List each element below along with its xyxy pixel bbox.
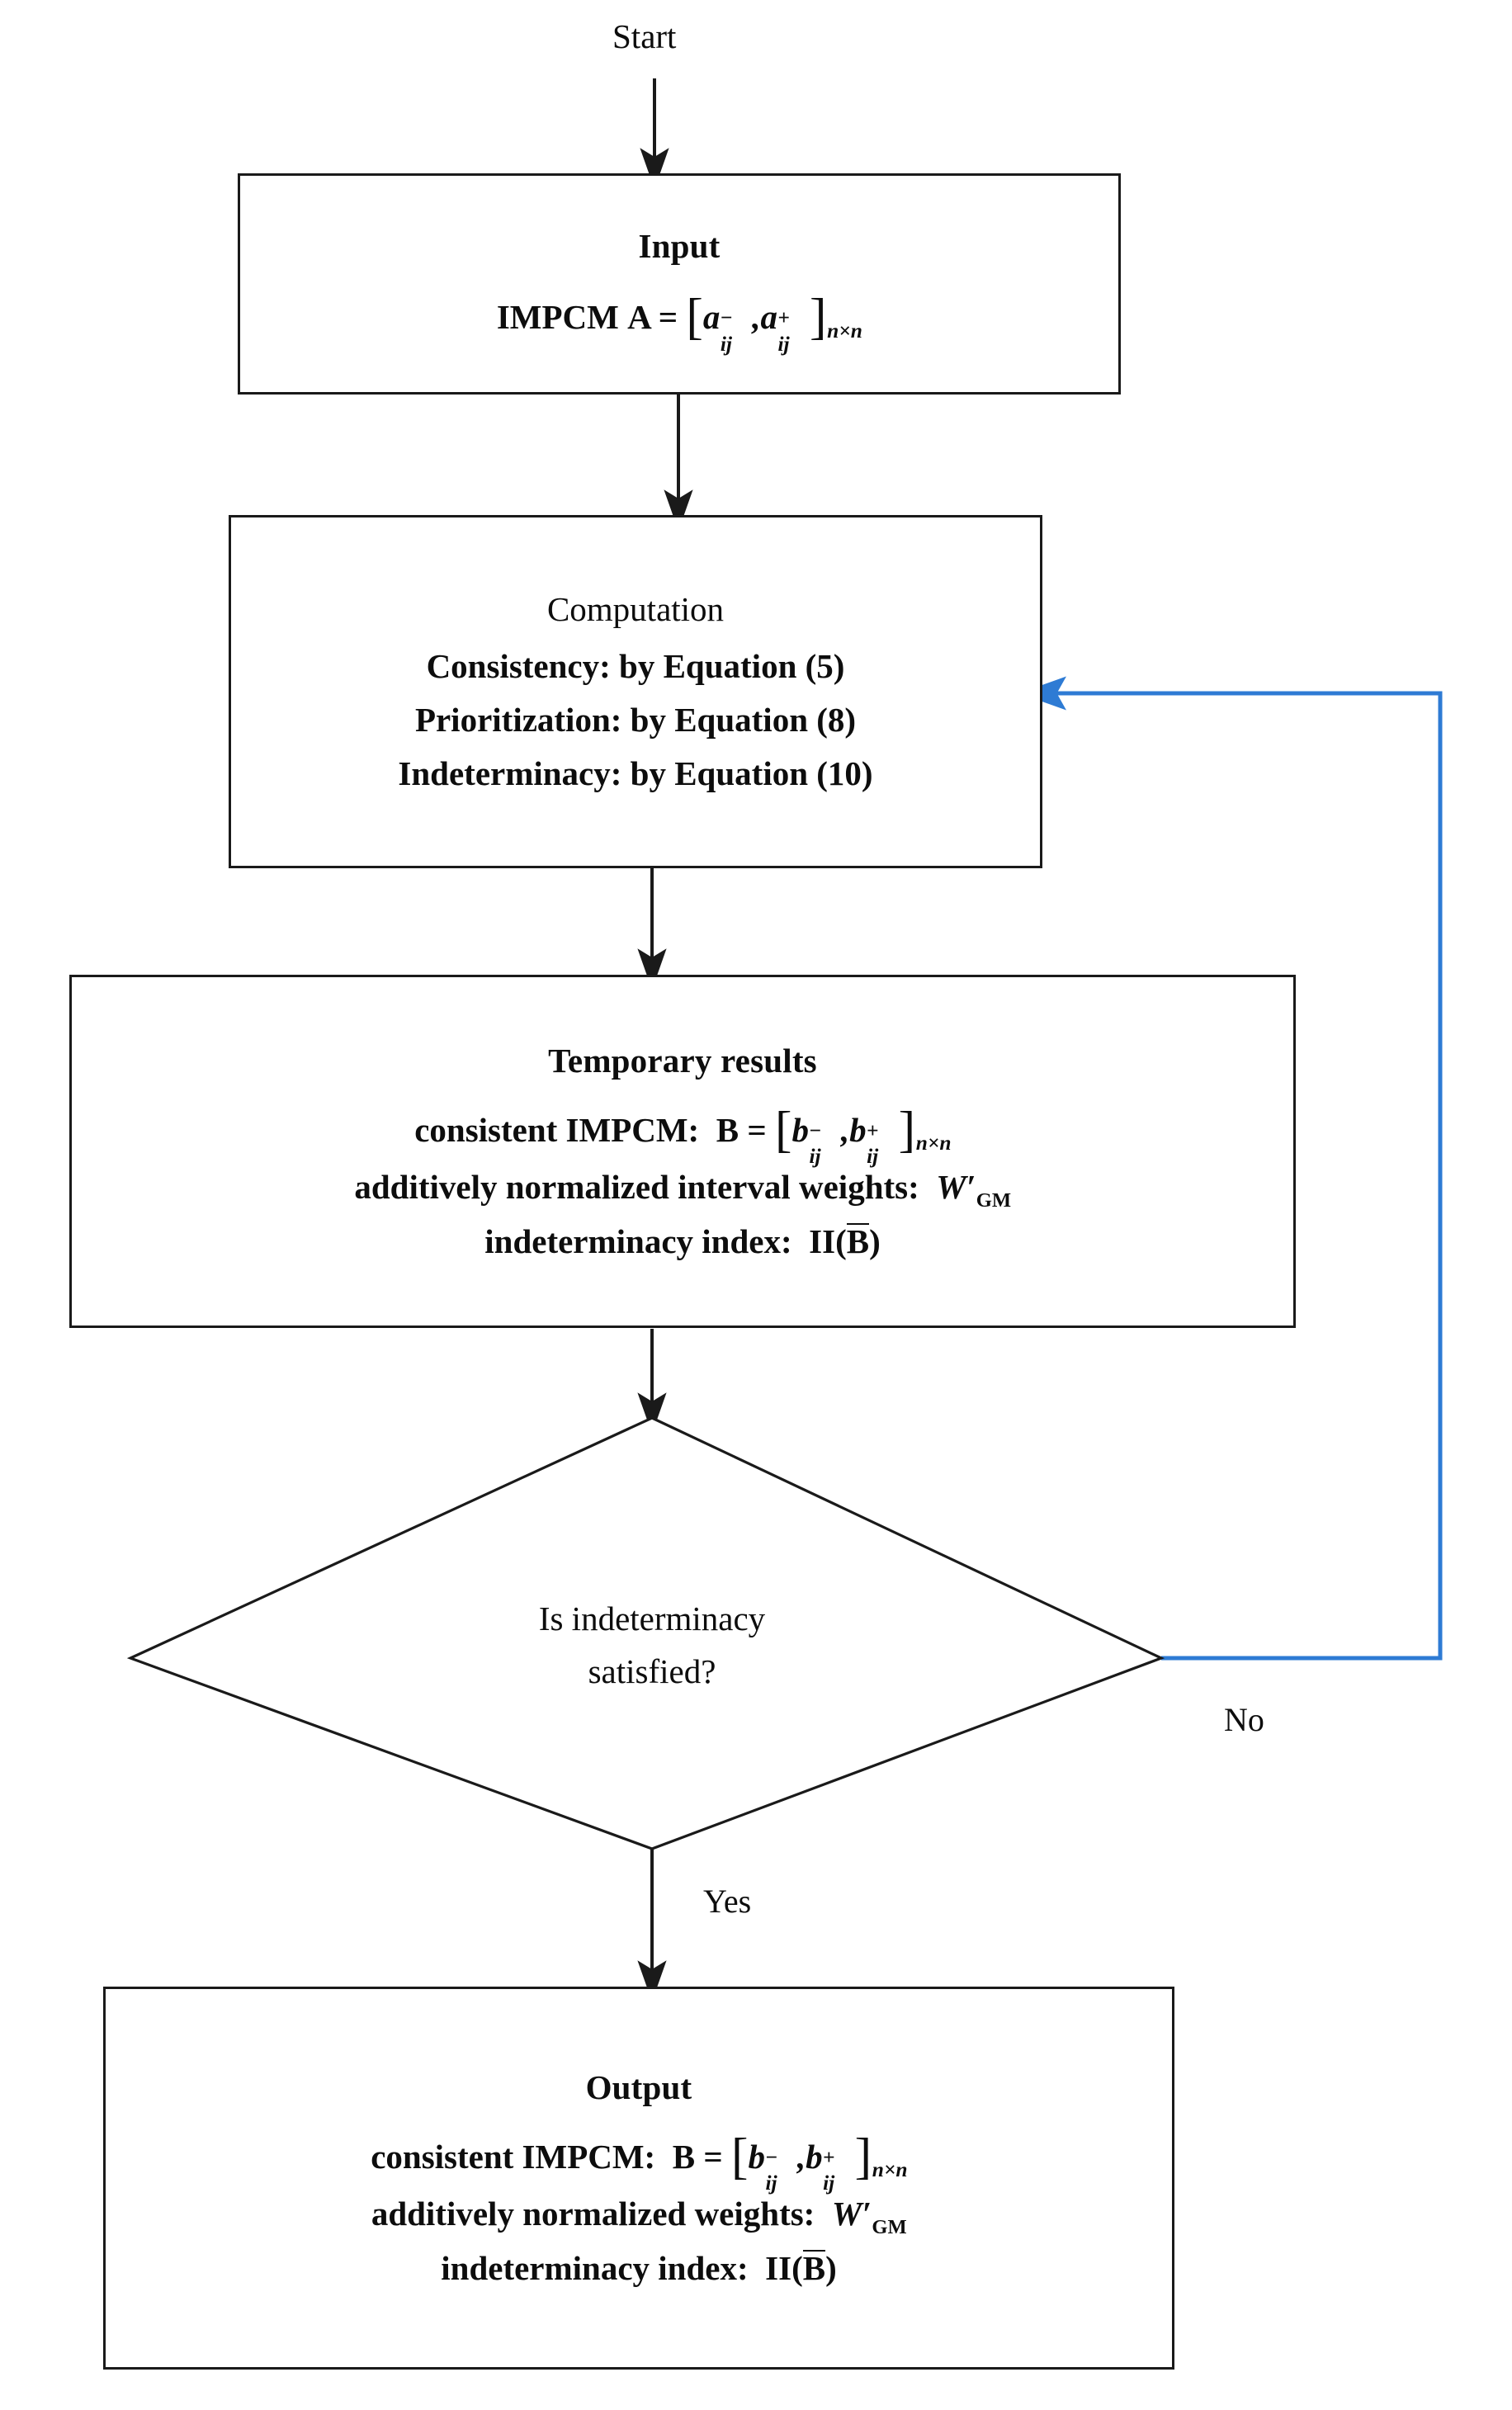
temporary-dimension: n×n: [915, 1132, 952, 1155]
decision-no-label: No: [1224, 1701, 1264, 1738]
input-comma: ,: [752, 298, 761, 337]
output-weights-sub: GM: [872, 2216, 907, 2239]
computation-step-prioritization: Prioritization: by Equation (8): [414, 701, 857, 739]
decision-line-1: Is indeterminacy: [538, 1600, 766, 1637]
temporary-consistent-prefix: consistent IMPCM:: [414, 1110, 700, 1149]
temporary-entry-upper: b: [849, 1110, 867, 1149]
output-index-prefix: indeterminacy index:: [441, 2249, 749, 2288]
output-bracket-open: [: [730, 2128, 749, 2185]
temporary-index-paren-close: ): [869, 1222, 881, 1261]
input-entry-upper: a: [760, 298, 778, 337]
temporary-weights-prefix: additively normalized interval weights:: [354, 1168, 919, 1207]
temporary-title: Temporary results: [548, 1041, 817, 1080]
output-dimension: n×n: [872, 2158, 908, 2182]
output-node: Output consistent IMPCM: B = [b−ij,b+ij]…: [103, 1987, 1174, 2370]
output-weights-prime: ′: [862, 2195, 872, 2233]
temporary-comma: ,: [840, 1110, 850, 1149]
input-matrix-symbol: A: [627, 298, 650, 337]
temporary-interval-weights: additively normalized interval weights: …: [354, 1168, 1011, 1212]
decision-line-2: satisfied?: [588, 1652, 716, 1690]
output-entry-lower-sup: −: [765, 2145, 777, 2169]
temporary-entry-upper-sub: ij: [867, 1145, 879, 1169]
computation-title: Computation: [546, 589, 725, 628]
temporary-consistent-impcm: consistent IMPCM: B = [b−ij,b+ij]n×n: [414, 1099, 952, 1168]
output-index-paren-close: ): [825, 2249, 837, 2288]
input-entry-lower: a: [702, 298, 721, 337]
input-dimension: n×n: [827, 319, 862, 343]
input-entry-upper-sup: +: [777, 306, 790, 330]
input-node: Input IMPCM A = [a−ij,a+ij]n×n: [238, 173, 1121, 395]
computation-step-consistency: Consistency: by Equation (5): [426, 646, 845, 685]
output-title: Output: [585, 2067, 692, 2106]
output-bracket-close: ]: [854, 2128, 872, 2185]
computation-step-indeterminacy: Indeterminacy: by Equation (10): [398, 754, 873, 793]
temporary-index-prefix: indeterminacy index:: [484, 1222, 792, 1261]
temporary-weights-symbol: W: [936, 1168, 966, 1207]
temporary-index-arg: B: [846, 1222, 870, 1261]
output-entry-upper-sub: ij: [823, 2171, 835, 2195]
temporary-bracket-close: ]: [898, 1101, 916, 1158]
temporary-equals: =: [747, 1110, 767, 1149]
temporary-weights-prime: ′: [966, 1168, 976, 1207]
temporary-entry-upper-sup: +: [867, 1118, 879, 1142]
output-matrix-symbol: B: [672, 2137, 696, 2176]
temporary-bracket-open: [: [774, 1101, 792, 1158]
output-indeterminacy-index: indeterminacy index: II(B): [441, 2249, 837, 2288]
input-equals: =: [658, 298, 678, 337]
input-bracket-open: [: [686, 289, 703, 346]
output-index-paren-open: (: [791, 2249, 803, 2288]
start-label: Start: [612, 17, 677, 55]
decision-yes-label: Yes: [703, 1883, 752, 1920]
output-comma: ,: [796, 2137, 806, 2176]
output-equals: =: [703, 2137, 723, 2176]
temporary-index-paren-open: (: [835, 1222, 847, 1261]
input-bracket-close: ]: [809, 289, 827, 346]
temporary-index-symbol: II: [809, 1222, 836, 1261]
decision-node-text: Is indeterminacy satisfied?: [396, 1593, 908, 1698]
output-consistent-prefix: consistent IMPCM:: [371, 2137, 656, 2176]
output-entry-upper: b: [806, 2137, 823, 2176]
output-weights-prefix: additively normalized weights:: [371, 2195, 815, 2233]
output-consistent-impcm: consistent IMPCM: B = [b−ij,b+ij]n×n: [371, 2125, 908, 2195]
input-formula: IMPCM A = [a−ij,a+ij]n×n: [496, 286, 862, 355]
output-weights-symbol: W: [831, 2195, 862, 2233]
input-title: Input: [638, 227, 721, 266]
input-entry-lower-sup: −: [720, 306, 733, 330]
output-normalized-weights: additively normalized weights: W′GM: [371, 2195, 907, 2238]
temporary-entry-lower-sub: ij: [809, 1145, 821, 1169]
temporary-entry-lower: b: [791, 1110, 809, 1149]
temporary-weights-sub: GM: [976, 1189, 1012, 1212]
output-index-arg: B: [802, 2249, 826, 2288]
temporary-results-node: Temporary results consistent IMPCM: B = …: [69, 975, 1296, 1328]
output-index-symbol: II: [765, 2249, 792, 2288]
input-entry-upper-sub: ij: [777, 332, 790, 356]
temporary-matrix-symbol: B: [716, 1110, 739, 1149]
output-entry-lower-sub: ij: [765, 2171, 777, 2195]
output-entry-upper-sup: +: [823, 2145, 835, 2169]
input-entry-lower-sub: ij: [720, 332, 732, 356]
temporary-indeterminacy-index: indeterminacy index: II(B): [484, 1222, 881, 1261]
temporary-entry-lower-sup: −: [809, 1118, 821, 1142]
computation-node: Computation Consistency: by Equation (5)…: [229, 515, 1042, 868]
input-formula-prefix: IMPCM: [496, 298, 619, 337]
output-entry-lower: b: [748, 2137, 765, 2176]
